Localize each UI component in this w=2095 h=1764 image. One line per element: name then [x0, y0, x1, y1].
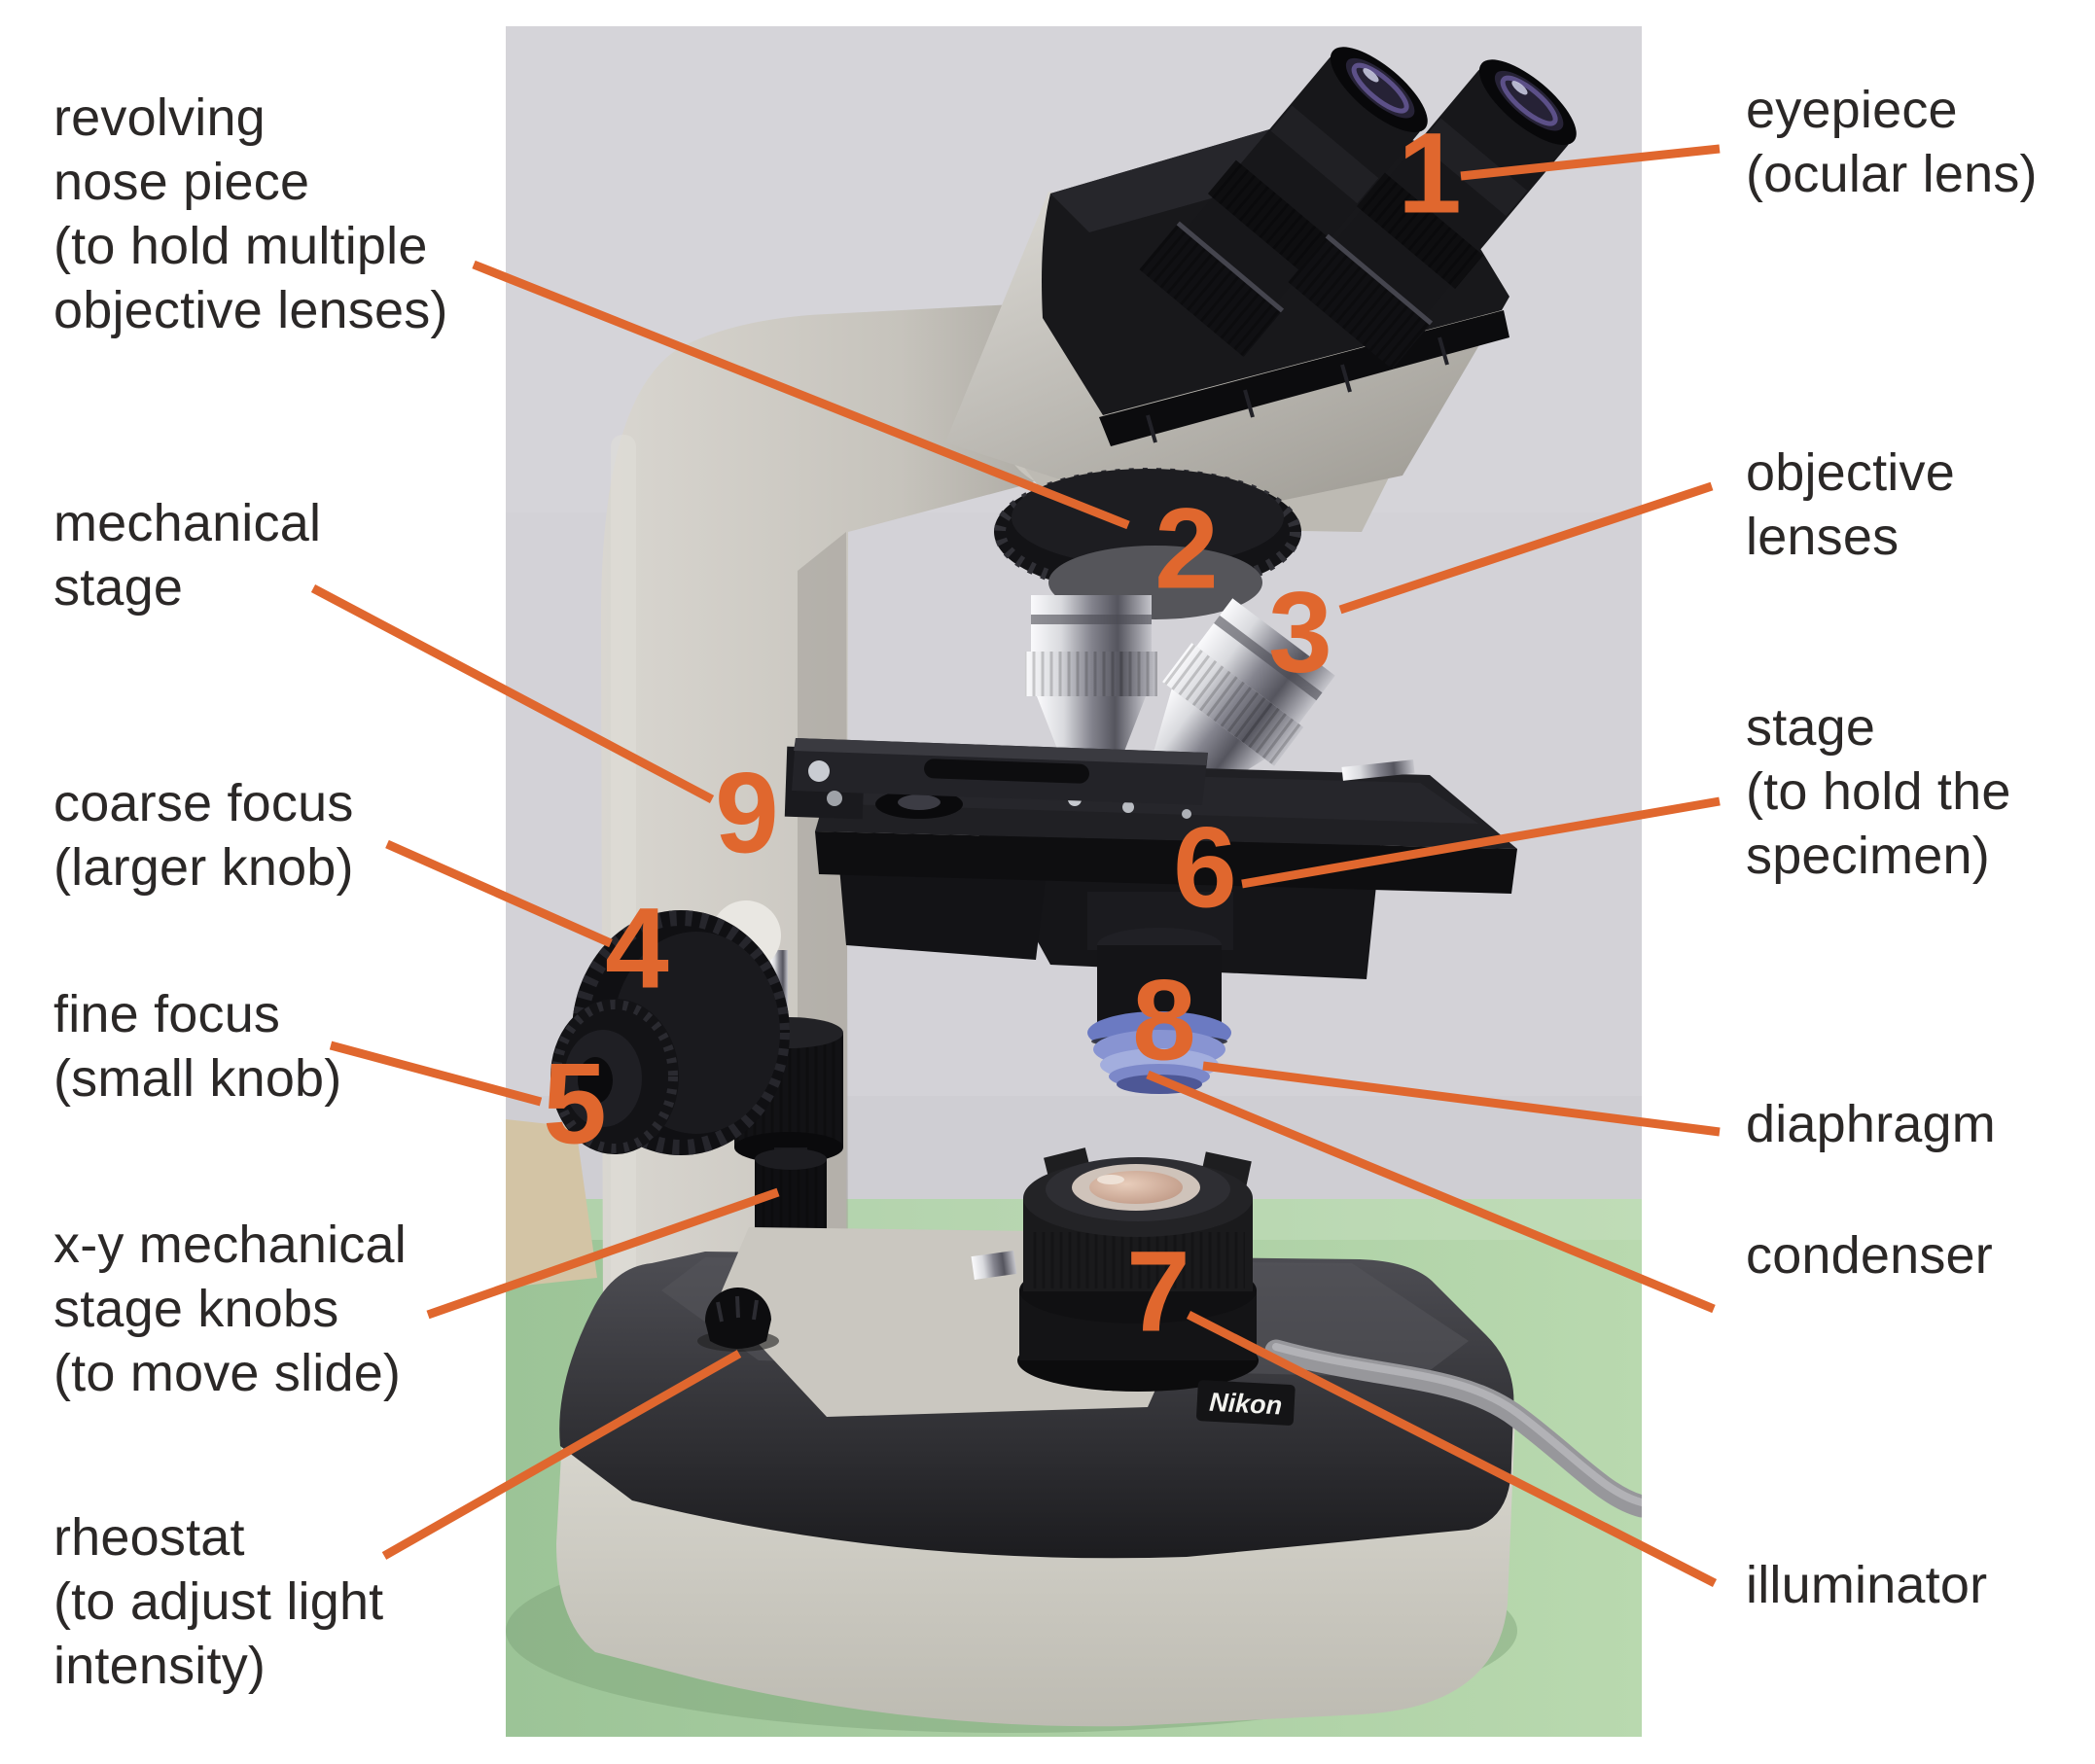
label-illuminator: illuminator [1746, 1553, 1987, 1617]
label-revolving-nose-piece-line: (to hold multiple [53, 217, 428, 275]
label-coarse-focus: coarse focus (larger knob) [53, 771, 354, 900]
label-xy-stage-knobs-line: x-y mechanical [53, 1216, 407, 1274]
label-eyepiece-line: (ocular lens) [1746, 145, 2038, 203]
focus-knobs [550, 900, 790, 1155]
label-mechanical-stage-line: mechanical [53, 494, 322, 552]
label-coarse-focus-line: coarse focus [53, 774, 354, 832]
label-eyepiece-line: eyepiece [1746, 81, 1958, 139]
label-stage-line: specimen) [1746, 827, 1990, 885]
label-fine-focus-line: (small knob) [53, 1049, 342, 1108]
label-mechanical-stage: mechanical stage [53, 491, 321, 619]
part-number-8: 8 [1132, 956, 1196, 1085]
filter-clip [971, 1251, 1017, 1280]
label-diaphragm-line: diaphragm [1746, 1095, 1996, 1153]
label-stage-line: (to hold the [1746, 762, 2011, 821]
label-diaphragm: diaphragm [1746, 1092, 1996, 1156]
label-xy-stage-knobs: x-y mechanical stage knobs (to move slide) [53, 1213, 407, 1405]
label-eyepiece: eyepiece (ocular lens) [1746, 78, 2038, 206]
label-rheostat-line: rheostat [53, 1508, 245, 1567]
label-stage-line: stage [1746, 698, 1876, 757]
part-number-3: 3 [1268, 568, 1332, 697]
label-coarse-focus-line: (larger knob) [53, 838, 354, 897]
part-number-1: 1 [1398, 109, 1462, 238]
part-number-4: 4 [605, 884, 669, 1013]
label-condenser-line: condenser [1746, 1226, 1993, 1285]
label-objective-lenses: objective lenses [1746, 441, 1955, 569]
label-objective-lenses-line: objective [1746, 443, 1955, 502]
part-number-6: 6 [1173, 803, 1237, 933]
label-fine-focus: fine focus (small knob) [53, 982, 341, 1111]
part-number-2: 2 [1154, 484, 1219, 614]
label-revolving-nose-piece-line: revolving [53, 88, 266, 147]
part-number-9: 9 [715, 749, 779, 878]
label-xy-stage-knobs-line: stage knobs [53, 1280, 339, 1338]
mechanical-stage-plate [784, 738, 1208, 820]
label-objective-lenses-line: lenses [1746, 508, 1900, 566]
label-illuminator-line: illuminator [1746, 1556, 1988, 1614]
condenser-assembly [1087, 892, 1233, 1094]
label-rheostat-line: (to adjust light [53, 1572, 384, 1631]
label-mechanical-stage-line: stage [53, 558, 184, 617]
label-revolving-nose-piece-line: objective lenses) [53, 281, 448, 339]
label-revolving-nose-piece: revolving nose piece (to hold multiple obje… [53, 86, 448, 342]
label-rheostat-line: intensity) [53, 1637, 266, 1695]
label-stage: stage(to hold the specimen) [1746, 695, 2011, 888]
label-revolving-nose-piece-line: nose piece [53, 153, 310, 211]
label-xy-stage-knobs-line: (to move slide) [53, 1344, 402, 1402]
part-number-5: 5 [543, 1040, 607, 1169]
label-condenser: condenser [1746, 1223, 1993, 1288]
label-fine-focus-line: fine focus [53, 985, 281, 1043]
label-rheostat: rheostat(to adjust light intensity) [53, 1505, 383, 1698]
